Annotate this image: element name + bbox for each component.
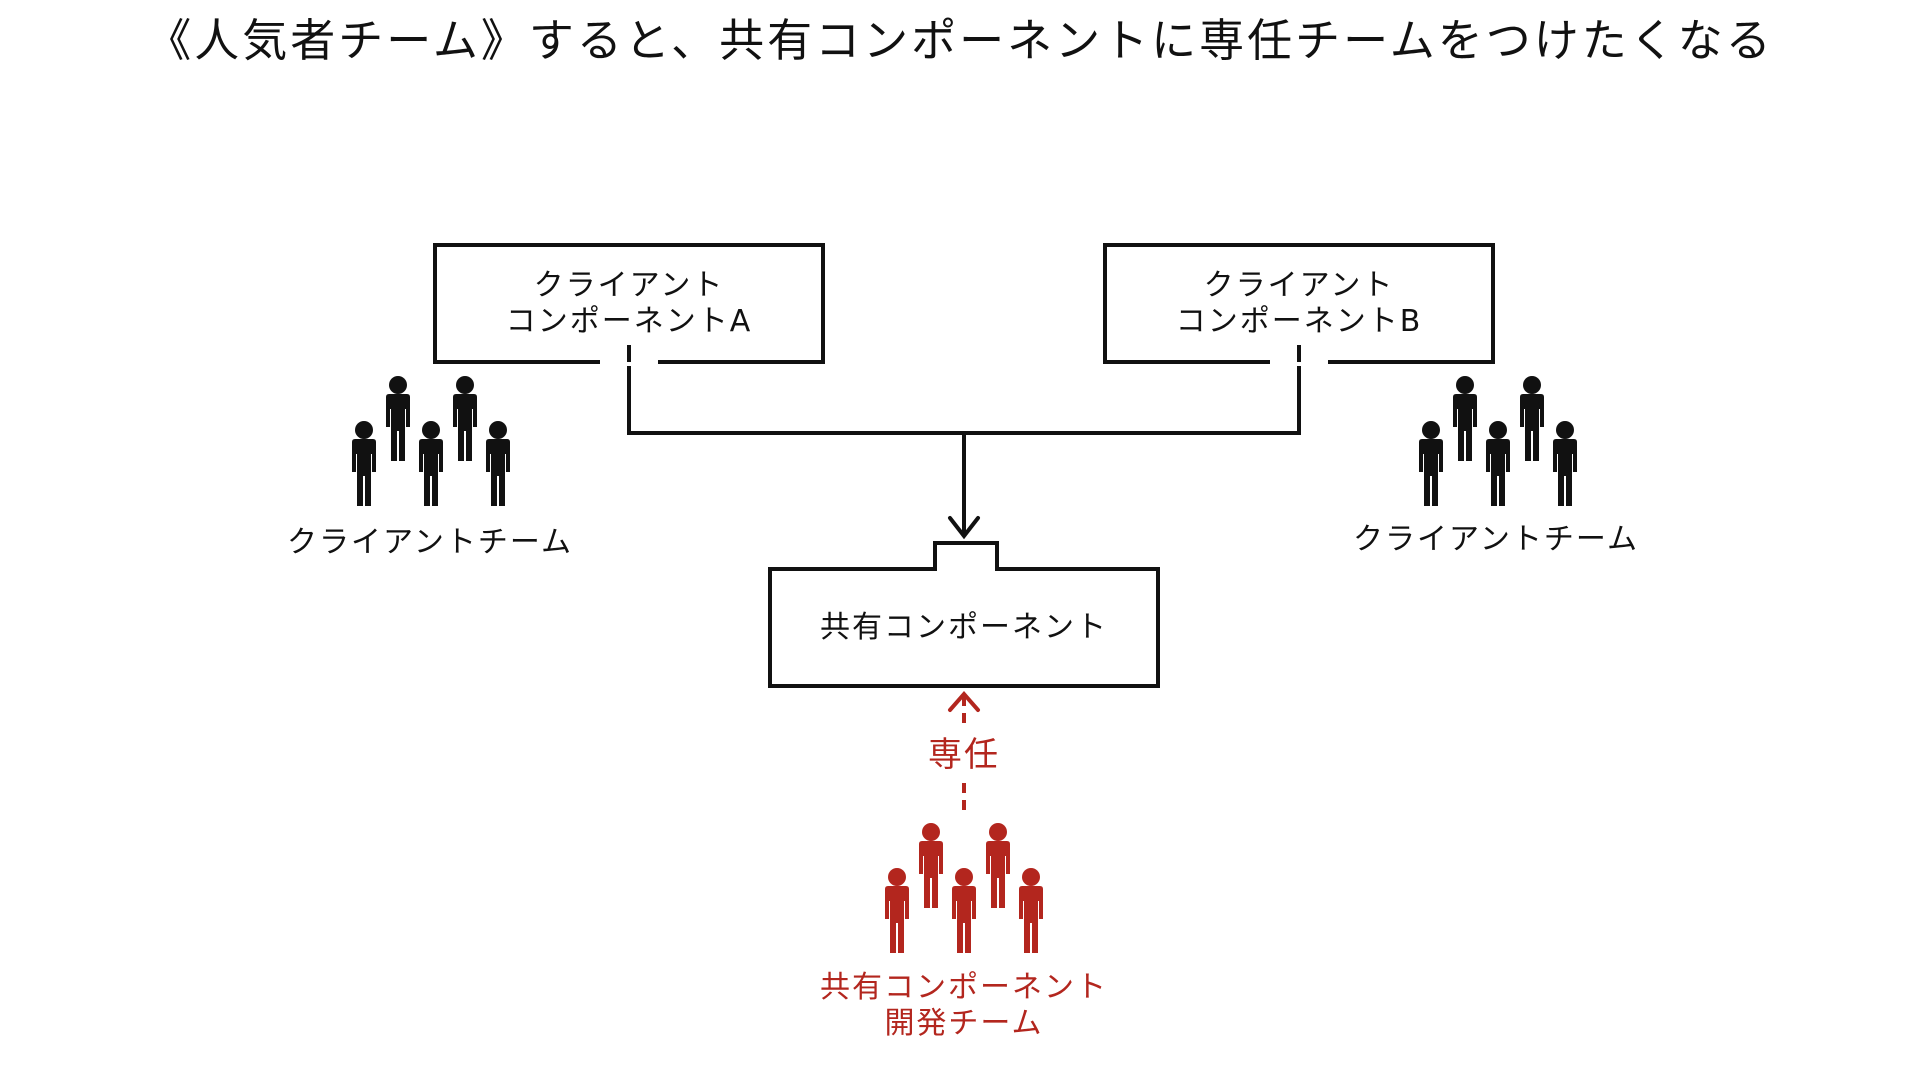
shared-component-team-icon — [867, 822, 1057, 957]
client-team-right-label: クライアントチーム — [1353, 522, 1639, 557]
page-title: 《人気者チーム》すると、共有コンポーネントに専任チームをつけたくなる — [146, 14, 1774, 67]
client-team-left-label: クライアントチーム — [287, 525, 573, 560]
client-team-right-icon — [1401, 375, 1591, 510]
shared-component-box: 共有コンポーネント — [768, 567, 1160, 688]
shared-team-label-line1: 共有コンポーネント — [820, 970, 1108, 1005]
dedicated-arrowhead — [948, 690, 980, 712]
client-component-a-line2: コンポーネントA — [505, 303, 753, 339]
shared-team-label: 共有コンポーネント 開発チーム — [784, 970, 1144, 1042]
client-team-left-icon — [334, 375, 524, 510]
client-component-b-line1: クライアント — [1203, 267, 1395, 303]
dedicated-label: 専任 — [928, 735, 1000, 775]
shared-component-label: 共有コンポーネント — [820, 609, 1108, 645]
shared-team-label-line2: 開発チーム — [884, 1006, 1044, 1041]
shared-socket — [933, 541, 999, 570]
client-component-b-line2: コンポーネントB — [1175, 303, 1423, 339]
dependency-arrowhead — [948, 516, 980, 540]
client-component-a-line1: クライアント — [533, 267, 725, 303]
